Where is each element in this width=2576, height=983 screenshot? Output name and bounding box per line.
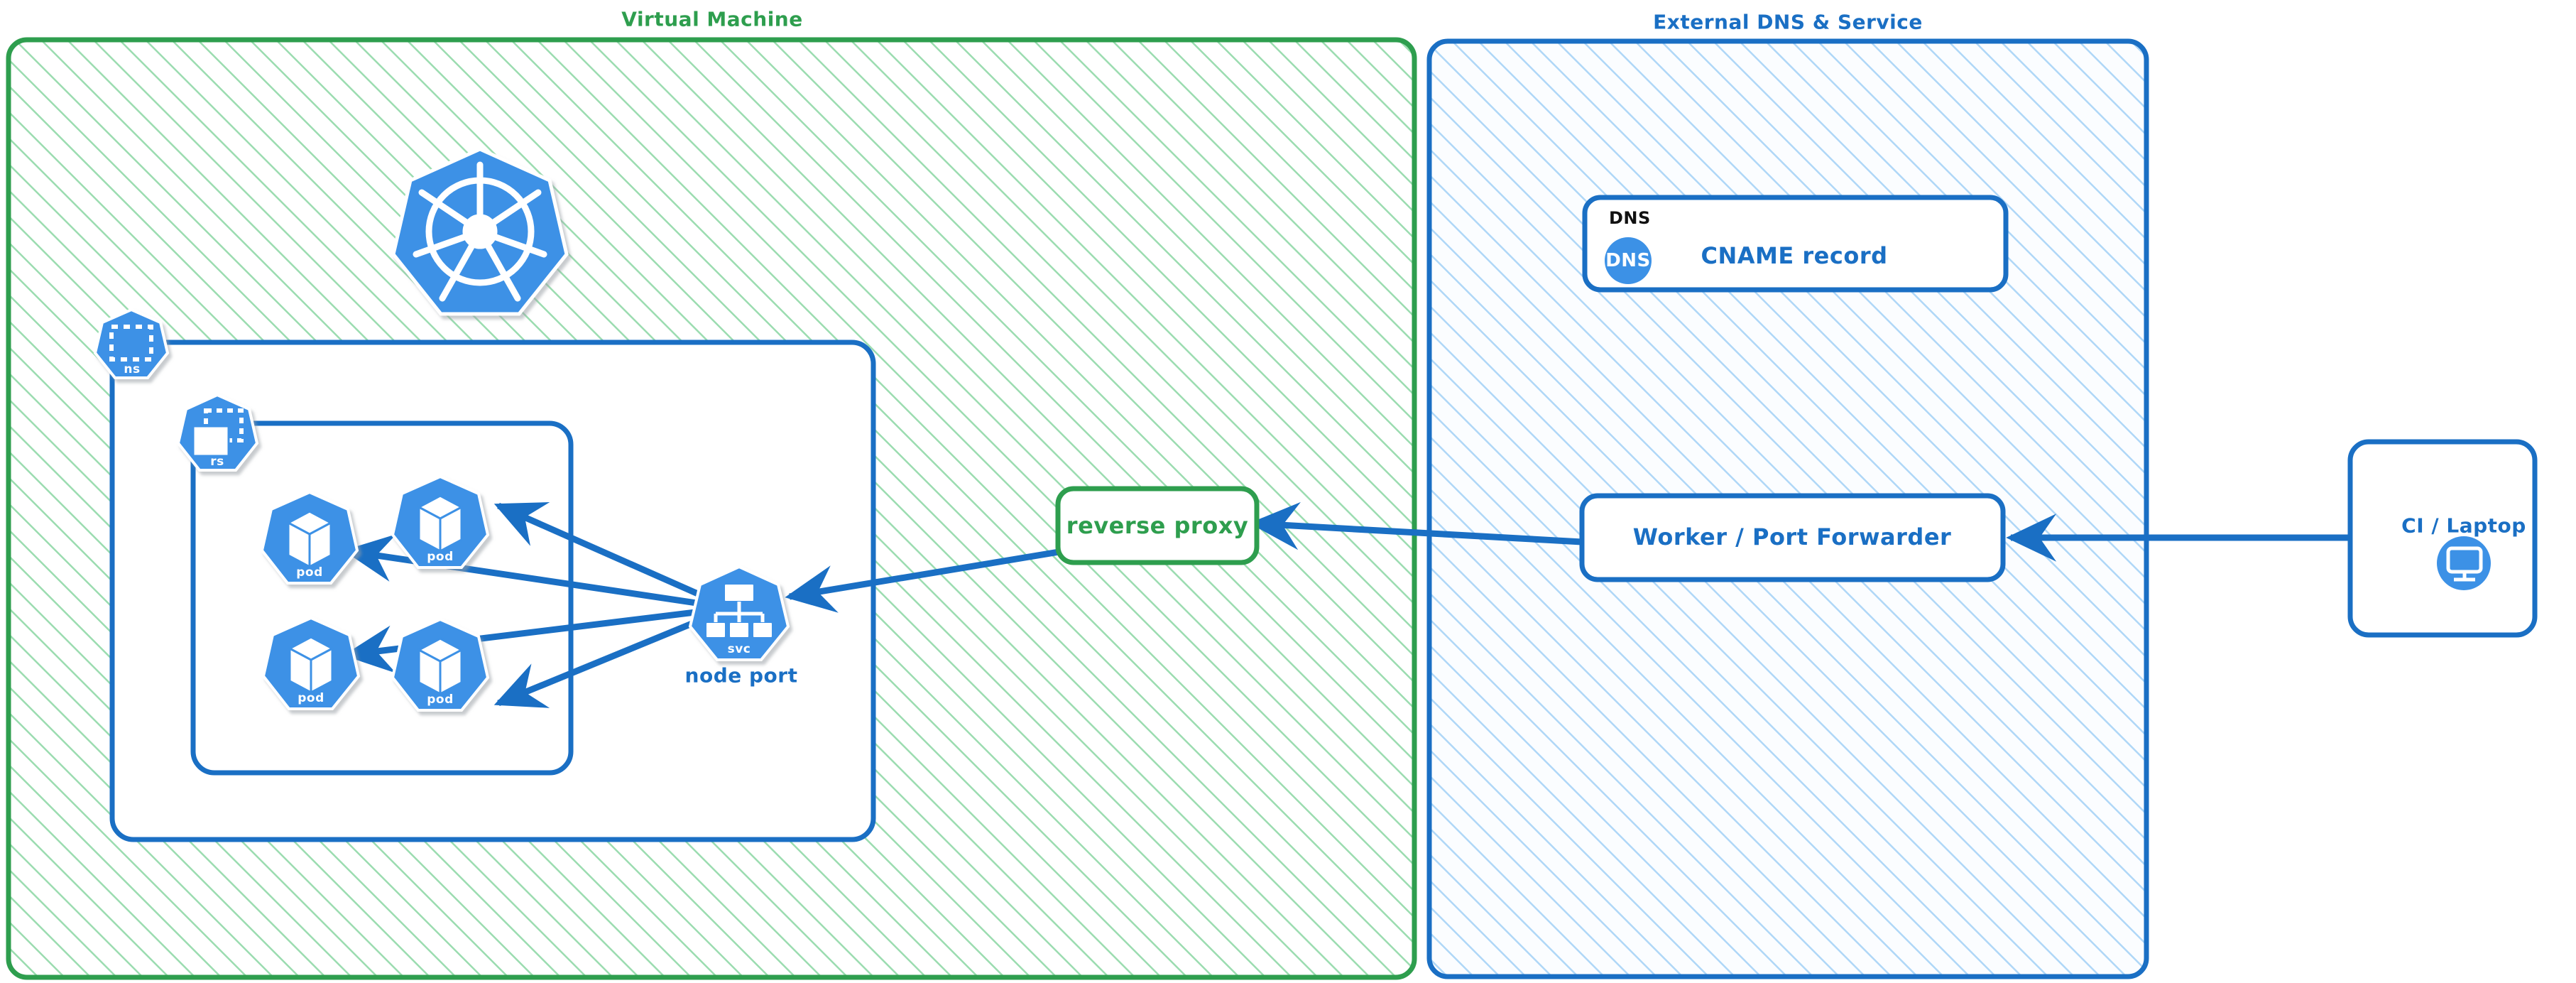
dns-circle-icon [1605, 237, 1652, 284]
dns-box[interactable] [1582, 195, 2009, 293]
replicaset-boundary [190, 420, 574, 776]
edge-svc-to-pod-2 [493, 502, 731, 612]
pod-icon-4 [391, 617, 490, 712]
reverse-proxy-box[interactable] [1055, 486, 1260, 565]
pod-icon-3 [261, 616, 361, 710]
pod-icon-2 [391, 474, 490, 569]
kubernetes-logo-icon [391, 147, 569, 316]
ci-laptop-box[interactable] [2347, 439, 2538, 638]
replicaset-icon [176, 393, 259, 472]
pod-icon-1 [260, 490, 359, 585]
service-tree-icon [688, 565, 790, 661]
namespace-icon [93, 308, 170, 379]
worker-port-forwarder-box[interactable] [1579, 493, 2006, 582]
edge-worker-to-reverseproxy [1249, 501, 1583, 550]
desktop-monitor-icon [2437, 536, 2491, 590]
